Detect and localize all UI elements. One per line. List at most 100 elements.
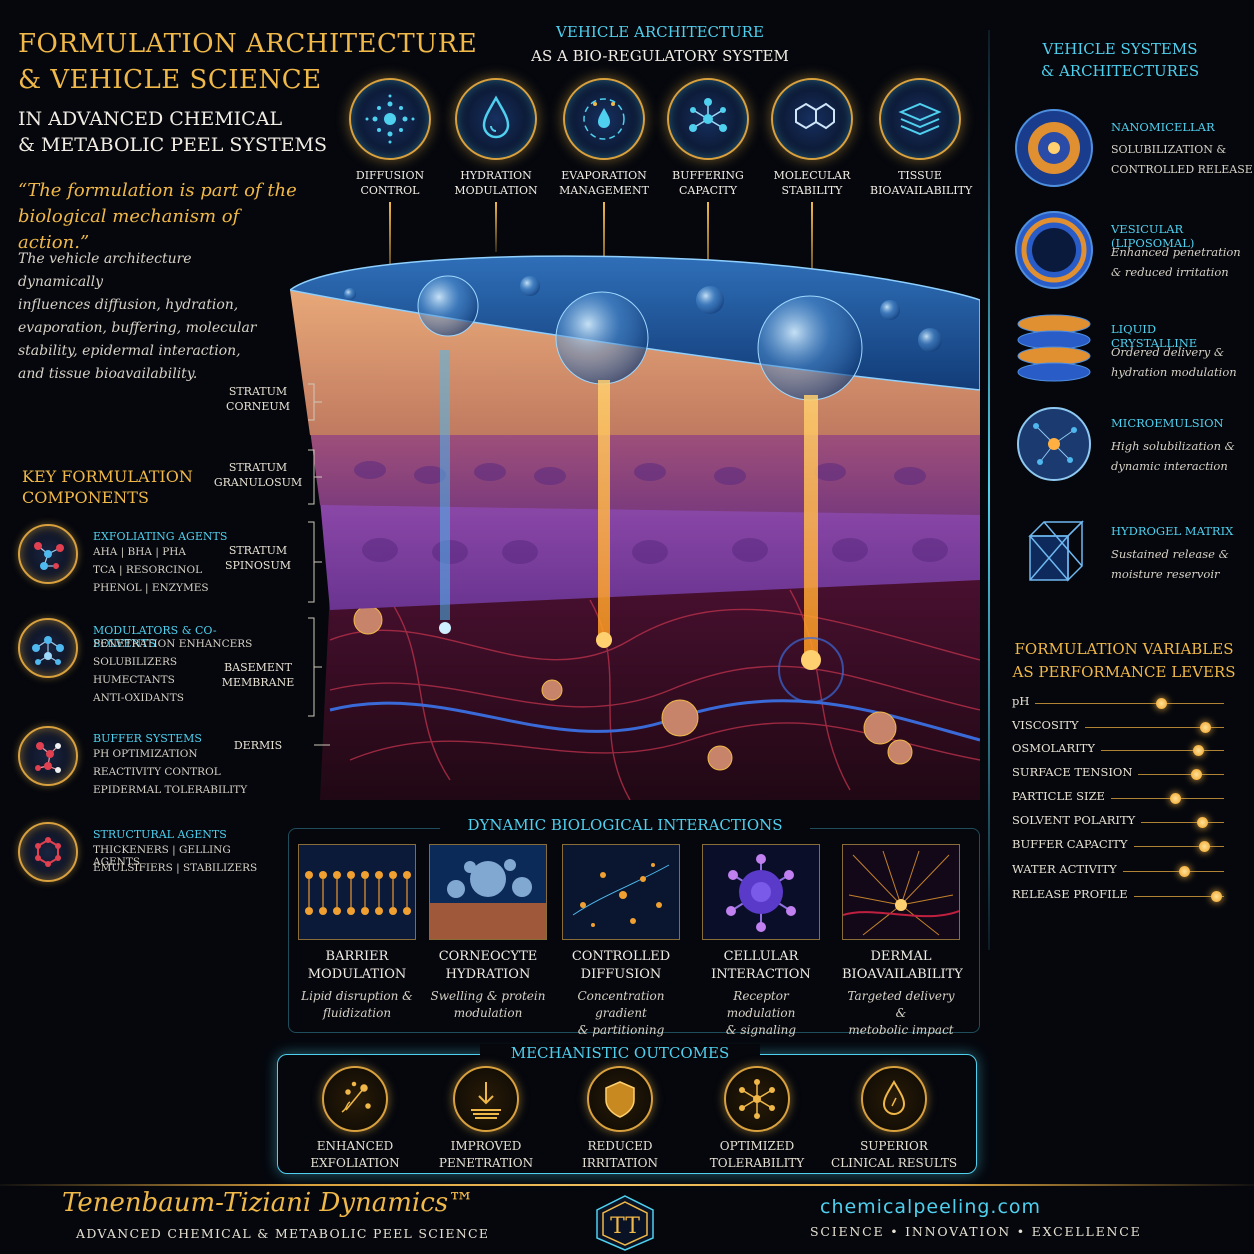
component-line: AHA | BHA | PHA [93, 546, 187, 558]
variable-row: Viscosity [1012, 718, 1224, 738]
page-title: Formulation Architecture & Vehicle Scien… [18, 26, 477, 98]
variable-track [1134, 846, 1224, 847]
interaction-desc-line: Swelling & protein [430, 989, 546, 1003]
vehicle-system-desc: Enhanced penetration& reduced irritation [1111, 242, 1246, 282]
formulation-variables-title: Formulation Variables as Performance Lev… [1004, 638, 1244, 684]
component-line: Penetration Enhancers [93, 638, 253, 650]
intro-line: influences diffusion, hydration, [18, 297, 239, 313]
outcome-reduced-irritation: ReducedIrritation [555, 1066, 685, 1172]
topic-label: BufferingCapacity [658, 168, 758, 198]
variable-row: pH [1012, 694, 1224, 714]
variable-slider-knob[interactable] [1211, 891, 1223, 902]
liposome-icon [1015, 211, 1093, 289]
topic-connector [495, 202, 497, 252]
interaction-title-line: Controlled [571, 949, 671, 964]
component-line: Epidermal Tolerability [93, 784, 248, 796]
variable-label: Surface Tension [1012, 765, 1133, 779]
variable-row: Particle Size [1012, 789, 1224, 809]
outcome-label-line: Irritation [582, 1156, 658, 1170]
variable-slider-knob[interactable] [1192, 745, 1204, 756]
variable-slider-knob[interactable] [1200, 722, 1212, 733]
variable-track [1138, 774, 1224, 775]
outcome-label-line: Optimized [719, 1139, 795, 1153]
variable-track [1134, 896, 1224, 897]
outcome-label-line: Penetration [438, 1156, 534, 1170]
vehicle-system-desc-line: moisture reservoir [1111, 567, 1220, 581]
intro-text: The vehicle architecture dynamically inf… [18, 248, 280, 386]
vehicle-system-desc-line: Sustained release & [1111, 547, 1229, 561]
variable-label: Water Activity [1012, 862, 1117, 876]
interaction-desc-line: modulation [453, 1006, 523, 1020]
vehicle-system-title: Hydrogel Matrix [1111, 524, 1234, 538]
logo-text: TT [610, 1214, 640, 1239]
interaction-title-line: Corneocyte [438, 949, 538, 964]
skin-layer-label: StratumGranulosum [213, 460, 303, 490]
variable-track [1035, 703, 1224, 704]
water-drop-icon [455, 78, 537, 160]
skin-layer-label: BasementMembrane [213, 660, 303, 690]
variable-slider-knob[interactable] [1156, 698, 1168, 709]
topic-label: DiffusionControl [340, 168, 440, 198]
variable-label: Buffer Capacity [1012, 837, 1128, 851]
interaction-title: CorneocyteHydration [429, 948, 547, 984]
key-components-title: Key Formulation Components [22, 466, 193, 508]
footer-divider [0, 1184, 1254, 1186]
quote-line-2: biological mechanism of action.” [18, 206, 240, 253]
variable-slider-knob[interactable] [1190, 769, 1202, 780]
component-line: Phenol | Enzymes [93, 582, 209, 594]
variable-track [1101, 750, 1224, 751]
interaction-desc-line: & partitioning [577, 1023, 665, 1037]
vehicle-system-desc-line: & reduced irritation [1111, 265, 1229, 279]
exfoliation-icon [322, 1066, 388, 1132]
component-line: Reactivity Control [93, 766, 221, 778]
variable-track [1141, 822, 1224, 823]
component-line: pH Optimization [93, 748, 198, 760]
topic-label-line: Management [559, 184, 649, 197]
variable-slider-knob[interactable] [1198, 841, 1210, 852]
variable-row: Buffer Capacity [1012, 837, 1224, 857]
interaction-title-line: Dermal [870, 949, 932, 964]
variable-row: Osmolarity [1012, 741, 1224, 761]
interaction-title-line: Diffusion [580, 967, 662, 982]
vehicle-system-desc-line: Controlled Release [1111, 163, 1253, 176]
variable-label: Release Profile [1012, 887, 1128, 901]
topic-connector [707, 202, 709, 302]
component-line: Humectants [93, 674, 175, 686]
vehicle-system-desc-line: Solubilization & [1111, 143, 1227, 156]
variable-track [1111, 798, 1224, 799]
molecule-network-icon [667, 78, 749, 160]
topic-label: MolecularStability [762, 168, 862, 198]
skin-layer-label: Dermis [213, 738, 303, 753]
vehicle-architecture-title-line-2: as a Bio-Regulatory System [531, 47, 789, 65]
interaction-desc-line: Receptor modulation [726, 989, 796, 1020]
vehicle-systems-title-line: & Architectures [1040, 62, 1200, 80]
interaction-desc: Concentration gradient& partitioning [562, 988, 680, 1039]
component-title: Structural Agents [93, 828, 227, 841]
topic-evaporation-management: EvaporationManagement [554, 78, 654, 302]
lamellar-icon [1017, 314, 1091, 382]
topic-label: EvaporationManagement [554, 168, 654, 198]
dynamic-interactions-title: Dynamic Biological Interactions [440, 816, 810, 834]
skin-layer-label-line: Membrane [221, 676, 295, 689]
variable-slider-knob[interactable] [1170, 793, 1182, 804]
component-line: Anti-Oxidants [93, 692, 184, 704]
tissue-layers-icon [879, 78, 961, 160]
variable-slider-knob[interactable] [1197, 817, 1209, 828]
outcome-label: OptimizedTolerability [692, 1138, 822, 1172]
interaction-title-line: Hydration [445, 967, 531, 982]
topic-buffering-capacity: BufferingCapacity [658, 78, 758, 302]
molecule-icon [18, 618, 78, 678]
evaporation-icon [563, 78, 645, 160]
interaction-title-line: Interaction [711, 967, 811, 982]
interaction-title-line: Barrier [325, 949, 389, 964]
variable-track [1085, 727, 1224, 728]
topic-label: TissueBioavailability [870, 168, 972, 198]
skin-layer-label-line: Stratum [228, 461, 288, 474]
website-link[interactable]: chemicalpeeling.com [820, 1196, 1042, 1218]
vehicle-system-title: Microemulsion [1111, 416, 1224, 430]
variable-slider-knob[interactable] [1178, 866, 1190, 877]
skin-layer-label: StratumSpinosum [213, 543, 303, 573]
vehicle-system-title: Vesicular (Liposomal) [1111, 222, 1195, 250]
topic-molecular-stability: MolecularStability [762, 78, 862, 302]
component-line: Solubilizers [93, 656, 178, 668]
